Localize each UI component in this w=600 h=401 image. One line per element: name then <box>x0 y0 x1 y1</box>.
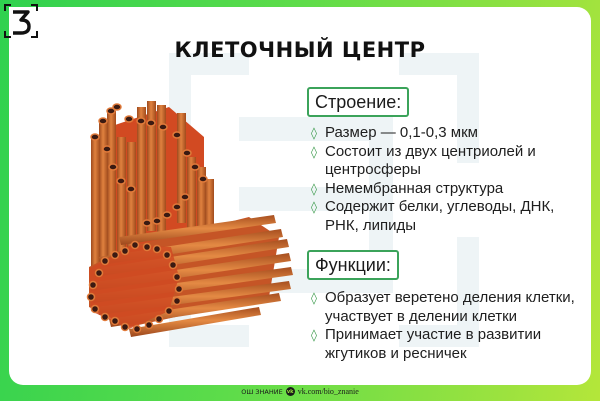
diamond-bullet-icon: ◊ <box>311 200 317 214</box>
horizontal-centriole <box>86 215 293 337</box>
diamond-bullet-icon: ◊ <box>311 328 317 342</box>
diamond-bullet-icon: ◊ <box>311 291 317 305</box>
functions-list: ◊Образует веретено деления клетки, участ… <box>310 289 590 363</box>
functions-heading: Функции: <box>307 250 399 280</box>
list-item: ◊Состоит из двух центриолей и центросфер… <box>311 142 536 179</box>
vk-icon: vk <box>285 387 295 396</box>
diamond-bullet-icon: ◊ <box>311 144 317 159</box>
centriole-illustration <box>86 101 293 337</box>
page-title: КЛЕТОЧНЫЙ ЦЕНТР <box>174 38 426 62</box>
structure-heading: Строение: <box>307 87 410 117</box>
footer-brand: ОШ ЗНАНИЕ <box>241 387 283 396</box>
footer: ОШ ЗНАНИЕ vk vk.com/bio_znanie <box>0 387 600 396</box>
list-item: ◊Немембранная структура <box>311 179 504 197</box>
watermark-logo-icon <box>169 53 479 347</box>
slide-card: КЛЕТОЧНЫЙ ЦЕНТР <box>9 7 591 385</box>
diamond-bullet-icon: ◊ <box>311 126 317 140</box>
list-item: ◊Образует веретено деления клетки, участ… <box>311 289 575 325</box>
list-item: ◊Размер — 0,1-0,3 мкм <box>311 124 478 141</box>
diamond-bullet-icon: ◊ <box>311 181 317 196</box>
footer-link[interactable]: vk.com/bio_znanie <box>297 387 359 396</box>
structure-list: ◊Размер — 0,1-0,3 мкм ◊Состоит из двух ц… <box>310 124 580 235</box>
list-item: ◊Принимает участие в развитии жгутиков и… <box>311 326 542 362</box>
brand-logo-icon <box>4 4 38 38</box>
list-item: ◊Содержит белки, углеводы, ДНК, РНК, лип… <box>311 198 555 234</box>
